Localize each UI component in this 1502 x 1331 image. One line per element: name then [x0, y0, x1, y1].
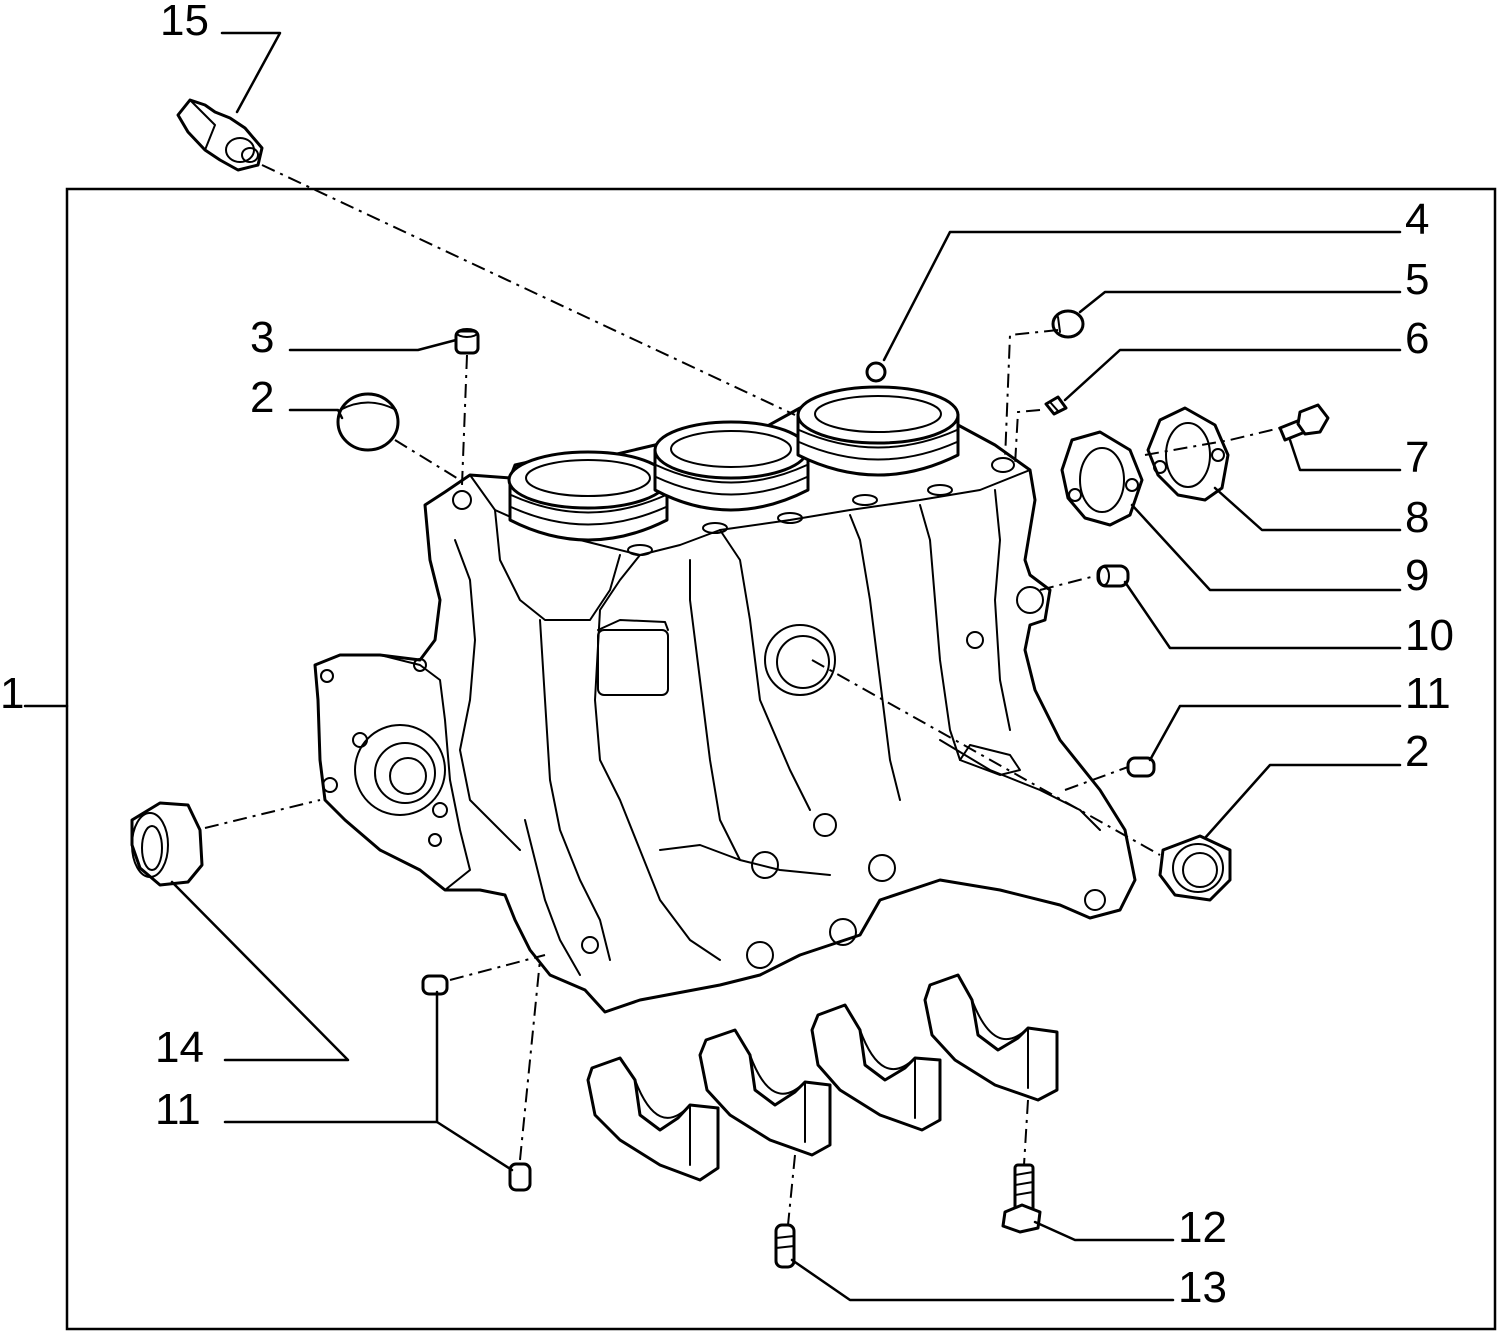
callout-8: 8	[1405, 493, 1429, 542]
screw-icon	[1044, 395, 1068, 416]
callout-2-top: 2	[250, 373, 274, 422]
oil-seal-icon	[1158, 834, 1232, 902]
flange-gasket-icon	[1060, 430, 1144, 527]
o-ring-icon	[865, 361, 887, 383]
cylinder-bore-3	[796, 385, 960, 477]
main-bearing-cap-icon	[698, 1028, 832, 1157]
core-plug-icon	[1051, 309, 1085, 339]
callout-14: 14	[155, 1023, 204, 1072]
callout-13: 13	[1178, 1263, 1227, 1312]
dowel-pin-icon	[1096, 564, 1130, 588]
screw-icon	[1278, 403, 1330, 442]
oil-seal-icon	[130, 801, 204, 887]
callout-11-left: 11	[155, 1085, 201, 1134]
core-plug-icon	[336, 392, 400, 452]
assembly-frame	[65, 187, 1497, 1331]
cylinder-bore-1	[507, 450, 669, 542]
flange-gasket-icon	[1146, 406, 1230, 502]
main-bearing-cap-icon	[586, 1056, 720, 1182]
screw-icon	[774, 1223, 796, 1269]
dowel-pin-icon	[508, 1162, 532, 1192]
engine-block-icon	[313, 385, 1137, 1014]
pressure-switch-icon	[176, 98, 264, 172]
screw-icon	[1001, 1163, 1042, 1234]
callout-10: 10	[1405, 611, 1454, 660]
callout-9: 9	[1405, 551, 1429, 600]
main-bearing-cap-icon	[810, 1003, 942, 1132]
callout-4: 4	[1405, 195, 1429, 244]
dowel-pin-icon	[454, 328, 480, 355]
callout-5: 5	[1405, 255, 1429, 304]
dowel-pin-icon	[421, 974, 449, 996]
callout-12: 12	[1178, 1203, 1227, 1252]
callout-15: 15	[160, 0, 209, 45]
main-bearing-cap-icon	[923, 973, 1059, 1102]
callout-2-right: 2	[1405, 727, 1429, 776]
callout-6: 6	[1405, 314, 1429, 363]
callout-7: 7	[1405, 433, 1429, 482]
callout-11-right: 11	[1405, 669, 1451, 718]
callout-3: 3	[250, 313, 274, 362]
callout-1: 1	[0, 669, 24, 718]
cylinder-bore-2	[653, 420, 810, 512]
